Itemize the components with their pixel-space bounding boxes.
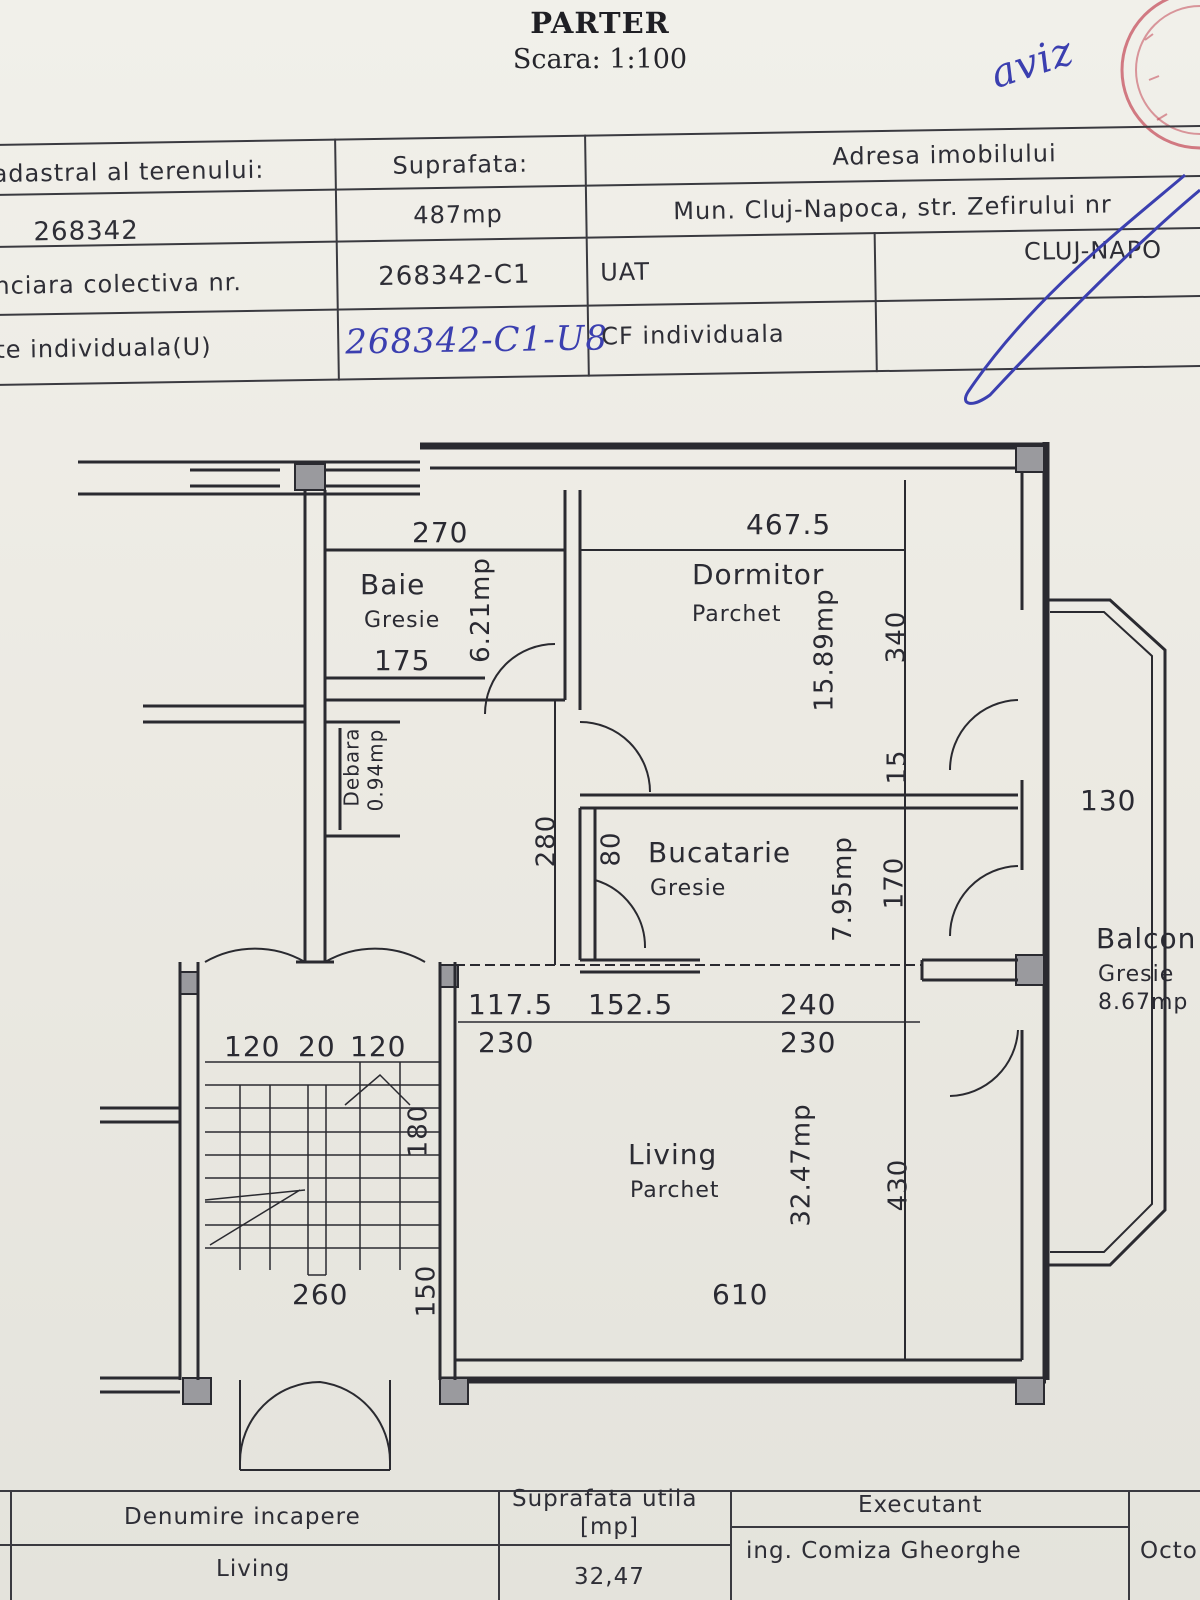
dim-dormitor-width: 467.5	[746, 508, 832, 541]
footer-row-divider	[0, 1544, 730, 1546]
room-name-living: Living	[628, 1138, 718, 1171]
footer-col-divider	[10, 1490, 12, 1600]
plan-title: PARTER	[530, 6, 670, 40]
footer-row-divider	[730, 1526, 1130, 1528]
dim-117-5: 117.5	[468, 988, 554, 1021]
dim-stair-120b: 120	[350, 1030, 407, 1063]
room-name-debara: Debara	[339, 727, 364, 807]
footer-header-area: Suprafata utila	[512, 1486, 698, 1512]
plan-scale: Scara: 1:100	[512, 44, 688, 75]
official-stamp-top	[1120, 0, 1200, 150]
door-arc-baie	[484, 643, 556, 715]
footer-col-divider	[730, 1490, 732, 1600]
footer-row1-area: 32,47	[574, 1564, 645, 1590]
room-area-debara: 0.94mp	[363, 728, 388, 812]
room-area-balcon: 8.67mp	[1098, 990, 1189, 1015]
dim-230-left: 230	[478, 1026, 535, 1059]
dim-balcon-depth: 130	[1080, 784, 1137, 817]
dim-baie-width: 270	[412, 516, 469, 549]
dim-wall-15: 15	[882, 749, 913, 785]
footer-executant-name: ing. Comiza Gheorghe	[746, 1538, 1022, 1564]
footer-border-top	[0, 1490, 1200, 1492]
dim-stair-180: 180	[403, 1104, 434, 1158]
room-area-dormitor: 15.89mp	[809, 588, 840, 712]
dim-stair-260: 260	[292, 1278, 349, 1311]
room-name-bucatarie: Bucatarie	[648, 836, 792, 869]
footer-row1-room: Living	[216, 1556, 291, 1582]
dim-baie-inner: 175	[374, 644, 431, 677]
dim-stair-150: 150	[411, 1264, 442, 1318]
room-name-dormitor: Dormitor	[692, 558, 825, 591]
footer-col-divider	[498, 1490, 500, 1600]
room-name-baie: Baie	[360, 568, 426, 601]
footer-header-area-unit: [mp]	[580, 1514, 639, 1540]
room-area-baie: 6.21mp	[465, 557, 496, 663]
room-floor-balcon: Gresie	[1098, 962, 1175, 987]
dim-hall-280: 280	[531, 814, 562, 868]
footer-header-executant: Executant	[858, 1492, 983, 1518]
room-floor-living: Parchet	[630, 1178, 720, 1203]
dim-230-right: 230	[780, 1026, 837, 1059]
footer-col-divider	[1128, 1490, 1130, 1600]
room-area-bucatarie: 7.95mp	[827, 836, 858, 942]
dim-240: 240	[780, 988, 837, 1021]
room-floor-baie: Gresie	[364, 608, 441, 633]
footer-date: Octo	[1140, 1538, 1198, 1564]
dim-stair-120a: 120	[224, 1030, 281, 1063]
room-area-living: 32.47mp	[786, 1103, 817, 1227]
room-summary-table: Denumire incapere Suprafata utila [mp] E…	[0, 1482, 1200, 1600]
dim-152-5: 152.5	[588, 988, 674, 1021]
dim-living-height: 430	[883, 1158, 914, 1212]
dim-kitchen-height: 170	[879, 856, 910, 910]
dim-kitchen-80: 80	[596, 831, 627, 867]
official-stamp-bottom	[840, 1560, 1060, 1600]
room-floor-dormitor: Parchet	[692, 602, 782, 627]
dim-dormitor-height: 340	[881, 610, 912, 664]
room-name-balcon: Balcon	[1096, 922, 1197, 955]
dim-stair-20: 20	[298, 1030, 336, 1063]
room-floor-bucatarie: Gresie	[650, 876, 727, 901]
dim-living-width: 610	[712, 1278, 769, 1311]
footer-header-room: Denumire incapere	[124, 1504, 361, 1530]
